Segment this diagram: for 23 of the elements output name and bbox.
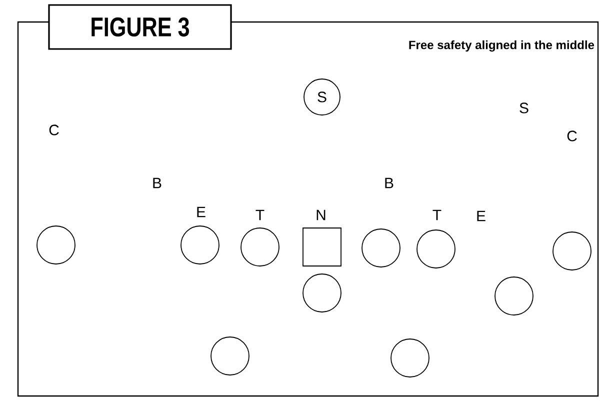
- player-circle: [552, 232, 592, 270]
- position-letter: S: [520, 102, 528, 114]
- position-letter: C: [49, 124, 59, 136]
- player-circle: [180, 226, 220, 264]
- position-letter: B: [385, 178, 394, 188]
- player-circle: [416, 230, 456, 268]
- player-circle: [494, 276, 534, 316]
- player-circle: [210, 336, 250, 376]
- position-letter: B: [153, 178, 162, 188]
- player-circle: [362, 228, 400, 268]
- position-letter: E: [477, 210, 486, 222]
- caption: Free safety aligned in the middle: [409, 40, 594, 52]
- position-letter: C: [567, 130, 577, 142]
- player-circle: [36, 226, 76, 264]
- player-circle: [302, 274, 342, 312]
- center-square: [302, 228, 342, 266]
- position-letter: E: [197, 206, 206, 218]
- position-letter: T: [432, 210, 442, 220]
- position-letter: N: [316, 210, 326, 220]
- position-letter: T: [256, 210, 264, 220]
- player-circle: [390, 338, 430, 378]
- player-circle: [240, 228, 280, 266]
- figure-title: FIGURE 3: [48, 4, 232, 50]
